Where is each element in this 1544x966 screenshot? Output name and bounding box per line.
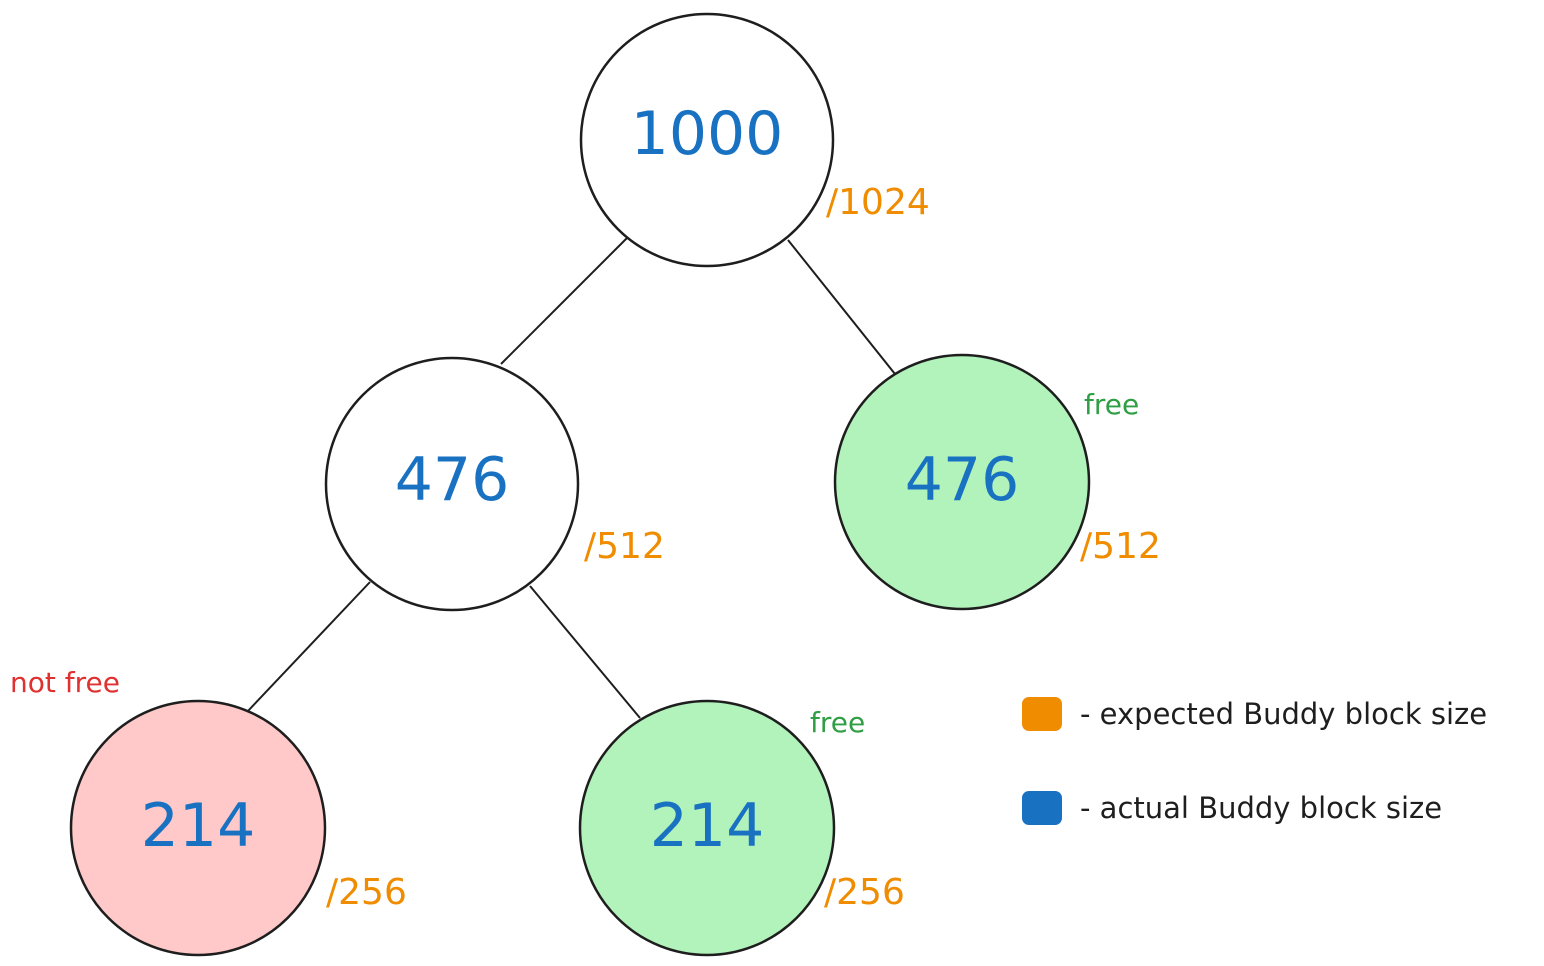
legend-actual-label: - actual Buddy block size xyxy=(1080,791,1442,825)
node-right-actual-size: 476 xyxy=(905,445,1020,515)
node-left-right-circle xyxy=(578,699,836,957)
node-root-circle xyxy=(579,12,835,268)
node-right-circle xyxy=(833,353,1091,611)
node-left-left-actual-size: 214 xyxy=(141,791,256,861)
edge-left-leftright xyxy=(529,585,641,719)
legend-actual-swatch xyxy=(1022,791,1062,825)
node-left-circle xyxy=(324,356,580,612)
legend-expected-label: - expected Buddy block size xyxy=(1080,697,1487,731)
node-left-right: 214 /256 free xyxy=(578,699,905,957)
node-left-actual-size: 476 xyxy=(395,445,510,515)
node-left-right-status: free xyxy=(810,706,865,739)
node-right-status: free xyxy=(1084,388,1139,421)
node-right: 476 /512 free xyxy=(833,353,1161,611)
node-root-actual-size: 1000 xyxy=(631,99,784,169)
node-left-right-expected-size: /256 xyxy=(824,872,905,913)
node-left-right-actual-size: 214 xyxy=(650,791,765,861)
node-left-left-circle xyxy=(69,699,327,957)
node-left-left: 214 /256 not free xyxy=(10,666,407,957)
edge-left-leftleft xyxy=(246,581,371,713)
node-right-expected-size: /512 xyxy=(1080,526,1161,567)
node-left-expected-size: /512 xyxy=(584,526,665,567)
node-root: 1000 /1024 xyxy=(579,12,930,268)
node-root-expected-size: /1024 xyxy=(826,182,930,223)
edge-root-right xyxy=(787,239,896,375)
legend: - expected Buddy block size - actual Bud… xyxy=(1022,697,1487,825)
edge-root-left xyxy=(500,237,628,365)
node-left-left-expected-size: /256 xyxy=(326,872,407,913)
node-left: 476 /512 xyxy=(324,356,665,612)
node-left-left-status: not free xyxy=(10,666,120,699)
legend-expected-swatch xyxy=(1022,697,1062,731)
